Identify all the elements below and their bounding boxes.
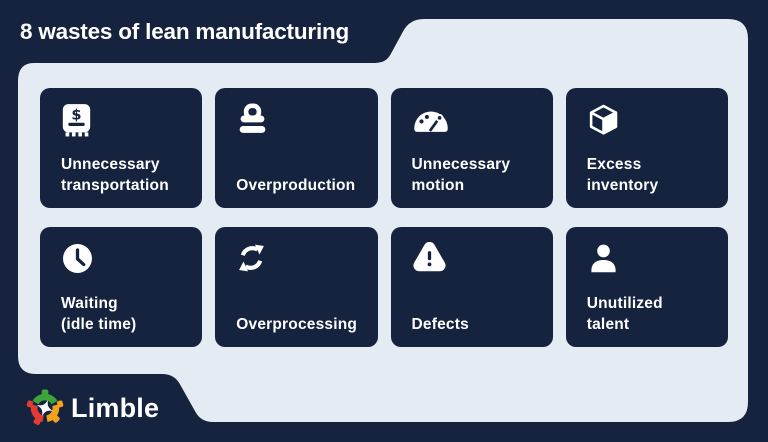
waste-card-unutilized-talent: Unutilized talent xyxy=(565,227,728,347)
warning-triangle-icon xyxy=(412,241,447,274)
waste-card-waiting: Waiting (idle time) xyxy=(40,227,203,347)
waste-card-unnecessary-transportation: $ Unnecessary transportation xyxy=(40,88,203,208)
waste-card-label: Overproduction xyxy=(236,176,356,194)
page-title: 8 wastes of lean manufacturing xyxy=(20,19,350,44)
receipt-dollar-icon: $ xyxy=(61,103,92,138)
brand-logo: Limble xyxy=(26,389,159,427)
waste-card-label: Waiting (idle time) xyxy=(61,295,137,333)
dollar-glyph: $ xyxy=(71,107,81,124)
waste-card-grid: $ Unnecessary transportation Overproduct… xyxy=(40,88,728,347)
brand-name: Limble xyxy=(71,392,160,423)
cube-icon xyxy=(587,103,620,137)
waste-card-label: Unnecessary transportation xyxy=(61,156,169,194)
waste-card-overprocessing: Overprocessing xyxy=(215,227,378,347)
waste-card-label: Unnecessary motion xyxy=(411,156,511,194)
waste-card-defects: Defects xyxy=(390,227,553,347)
gauge-icon xyxy=(412,103,450,133)
waste-card-label: Excess inventory xyxy=(586,156,659,194)
sync-arrows-icon xyxy=(236,242,267,274)
waste-card-overproduction: Overproduction xyxy=(215,88,378,208)
clock-icon xyxy=(61,242,94,275)
limble-gear-icon xyxy=(26,389,64,427)
waste-card-label: Unutilized talent xyxy=(586,295,663,333)
waste-card-label: Overprocessing xyxy=(236,315,358,333)
waste-card-label: Defects xyxy=(411,315,469,333)
person-icon xyxy=(587,242,620,275)
stacked-goods-icon xyxy=(236,103,269,138)
waste-card-unnecessary-motion: Unnecessary motion xyxy=(390,88,553,208)
waste-card-excess-inventory: Excess inventory xyxy=(565,88,728,208)
